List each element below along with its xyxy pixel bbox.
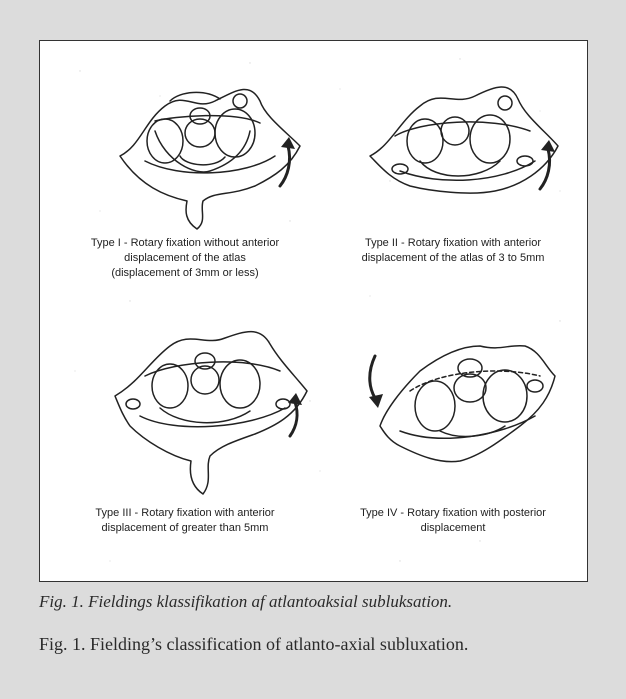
atlas-lateral-mass-left [152,364,188,408]
rotation-arrow [370,356,375,398]
atlas-lateral-mass-left [415,381,455,431]
vertebra-diagram-type-2 [340,61,580,221]
atlas-lateral-mass-right [483,370,527,422]
figure-panel: Type I - Rotary fixation without anterio… [39,40,588,582]
axis-outline [370,87,558,193]
dens [454,374,486,402]
rotation-arrow [540,149,550,189]
dens [185,119,215,147]
dens [441,117,469,145]
axis-outline [115,332,307,494]
vertebra-diagram-type-1 [85,61,325,221]
axis-outline [380,346,555,462]
caption-type-1: Type I - Rotary fixation without anterio… [50,236,320,281]
atlas-lateral-mass-right [220,360,260,408]
rotation-arrow [290,402,297,436]
caption-type-4: Type IV - Rotary fixation with posterior… [318,506,588,536]
figure-caption-english: Fig. 1. Fielding’s classification of atl… [39,634,609,655]
vertebra-diagram-type-3 [85,316,325,476]
caption-type-2: Type II - Rotary fixation with anterior … [318,236,588,266]
vertebra-diagram-type-4 [340,316,580,476]
atlas-lateral-mass-left [147,119,183,163]
figure-caption-danish: Fig. 1. Fieldings klassifikation af atla… [39,592,599,612]
dens [191,366,219,394]
axis-outline [120,89,300,229]
caption-type-3: Type III - Rotary fixation with anterior… [50,506,320,536]
